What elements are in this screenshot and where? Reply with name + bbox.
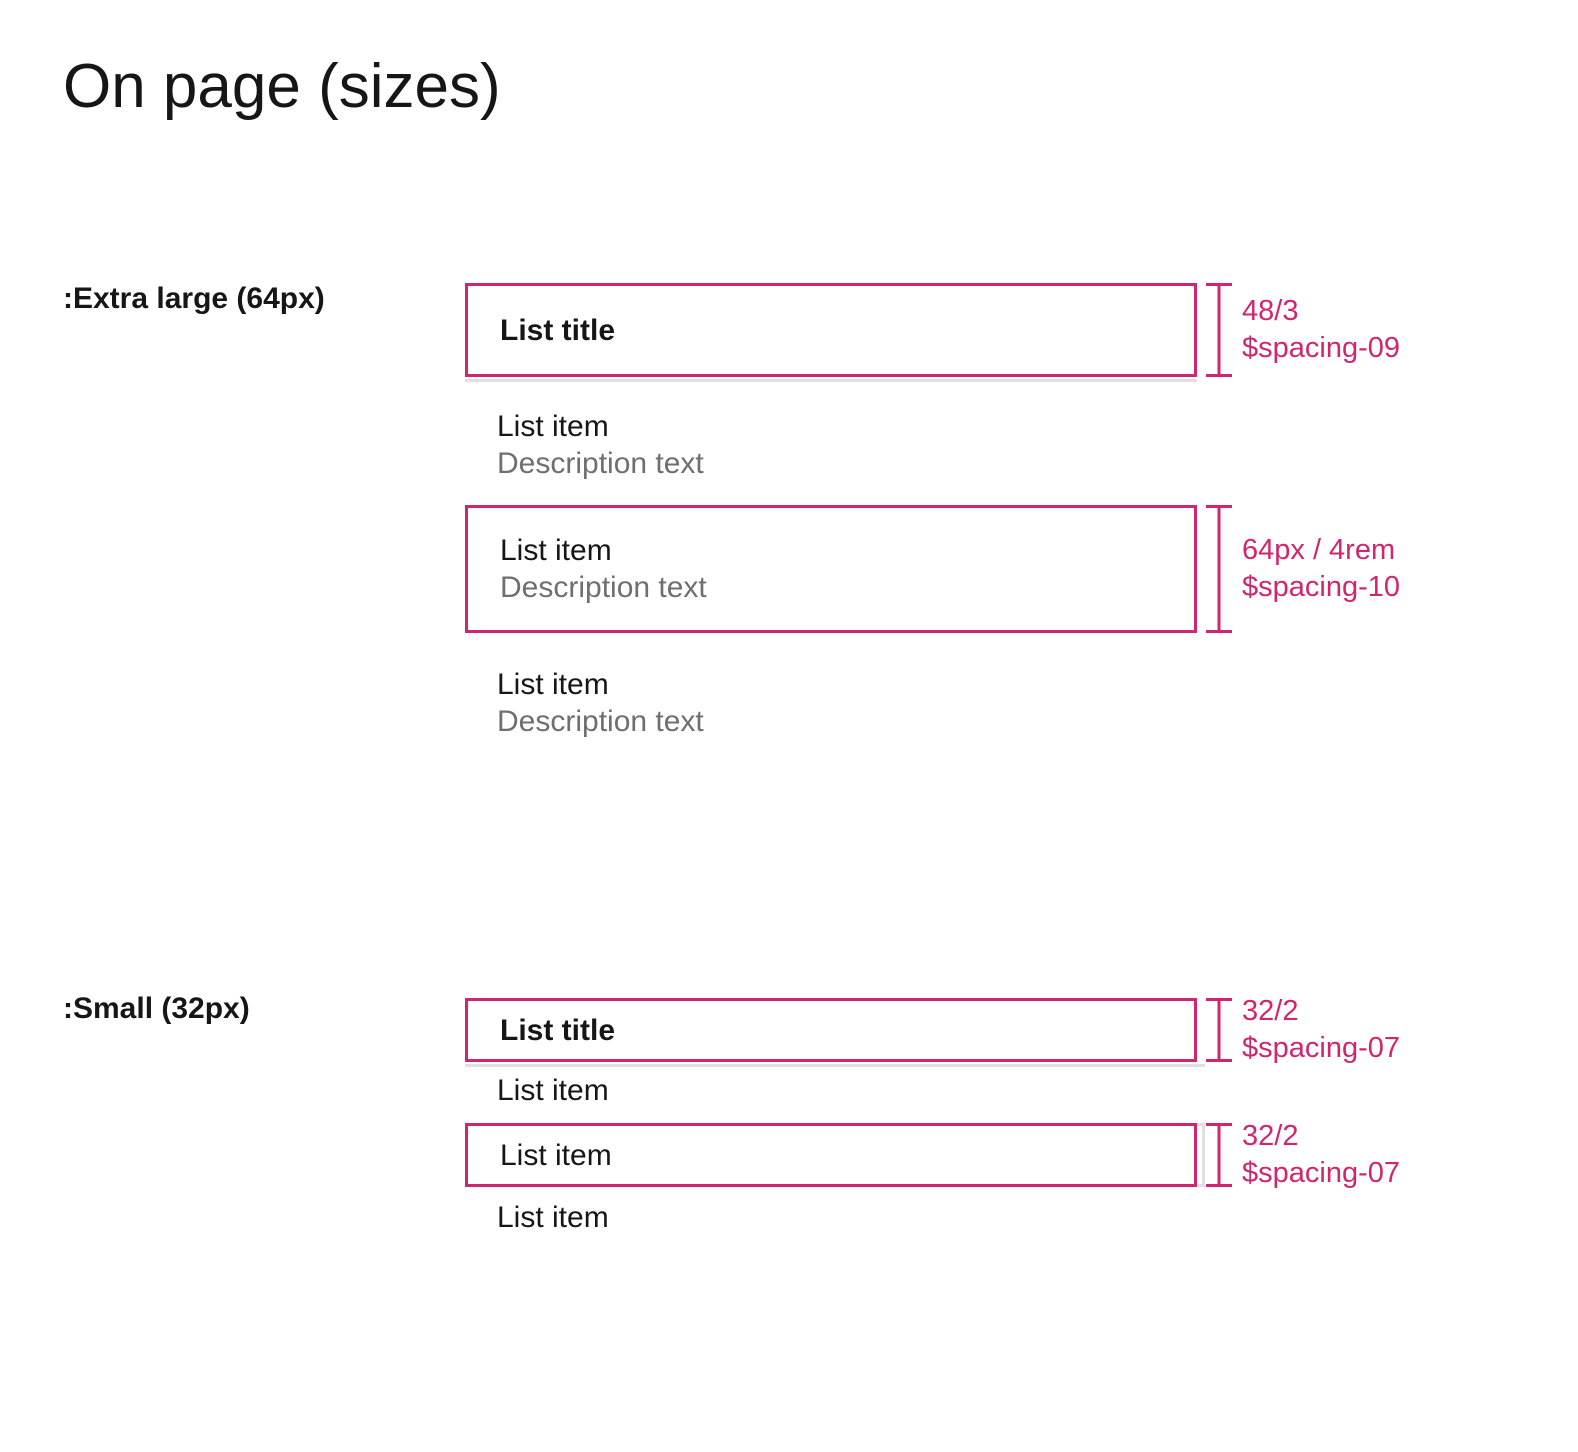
spacing-annotation: 32/2 $spacing-07 [1242, 1120, 1562, 1189]
list-item-title: List item [497, 410, 609, 443]
row-divider [465, 1064, 1205, 1067]
annotation-token: $spacing-09 [1242, 332, 1400, 364]
annotation-size: 32/2 [1242, 1120, 1299, 1152]
row-divider [465, 379, 1197, 382]
list-title: List title [500, 313, 616, 347]
annotation-token: $spacing-07 [1242, 1157, 1400, 1189]
list-item-title: List item [497, 668, 609, 701]
list-item-title: List item [497, 1074, 609, 1107]
list-header-spec-box-xl: List title [465, 283, 1197, 377]
list-item-title: List item [500, 1138, 612, 1172]
list-item-description: Description text [497, 447, 704, 480]
spacing-annotation: 64px / 4rem $spacing-10 [1242, 505, 1562, 633]
section-label-small: :Small (32px) [63, 992, 250, 1025]
measurement-bracket [1206, 505, 1232, 633]
list-item-description: Description text [500, 571, 707, 604]
list-item-title: List item [500, 534, 612, 567]
measurement-bracket [1206, 283, 1232, 377]
list-item-spec-box-small: List item [465, 1123, 1197, 1187]
measurement-bracket [1206, 1123, 1232, 1187]
annotation-token: $spacing-10 [1242, 571, 1400, 603]
list-item-title: List item [497, 1201, 609, 1234]
list-item-row: List item [497, 1072, 609, 1109]
spacing-annotation: 32/2 $spacing-07 [1242, 995, 1562, 1064]
annotation-token: $spacing-07 [1242, 1032, 1400, 1064]
spacing-annotation: 48/3 $spacing-09 [1242, 283, 1562, 377]
annotation-size: 32/2 [1242, 995, 1299, 1027]
page-title: On page (sizes) [63, 52, 501, 121]
list-header-spec-box-small: List title [465, 998, 1197, 1062]
list-item-row: List item [497, 1199, 609, 1236]
list-item-row: List item Description text [497, 666, 704, 740]
section-label-extra-large: :Extra large (64px) [63, 282, 325, 315]
list-item-description: Description text [497, 705, 704, 738]
annotation-size: 48/3 [1242, 295, 1299, 327]
list-item-spec-box-xl: List item Description text [465, 505, 1197, 633]
list-title: List title [500, 1013, 616, 1047]
measurement-bracket [1206, 998, 1232, 1062]
list-item-row: List item Description text [497, 408, 704, 482]
annotation-size: 64px / 4rem [1242, 534, 1396, 566]
